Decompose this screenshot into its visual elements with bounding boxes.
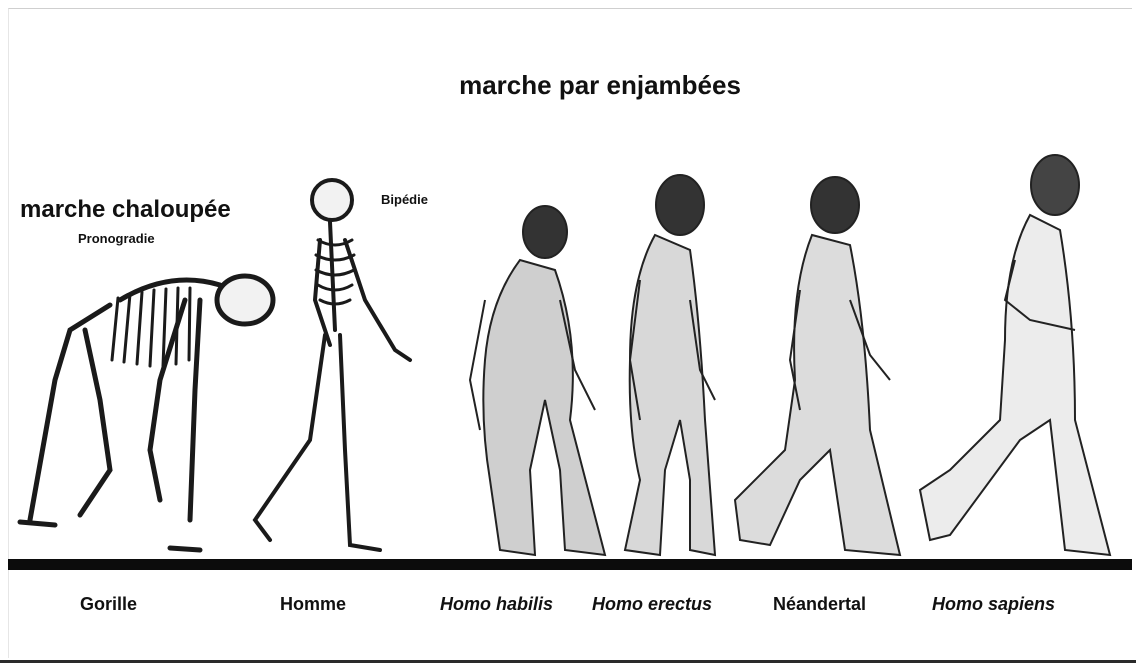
label-homo-sapiens: Homo sapiens <box>932 594 1055 615</box>
label-neandertal: Néandertal <box>773 594 866 615</box>
homo-sapiens-figure <box>920 155 1110 555</box>
bottom-border <box>0 660 1136 663</box>
human-skeleton <box>255 180 410 550</box>
homo-erectus-figure <box>625 175 715 555</box>
label-human: Homme <box>280 594 346 615</box>
homo-habilis-figure <box>470 206 605 555</box>
neandertal-figure <box>735 177 900 555</box>
label-homo-erectus: Homo erectus <box>592 594 712 615</box>
label-homo-habilis: Homo habilis <box>440 594 553 615</box>
gorilla-skeleton <box>20 276 273 550</box>
ground-line <box>8 559 1132 570</box>
label-gorilla: Gorille <box>80 594 137 615</box>
